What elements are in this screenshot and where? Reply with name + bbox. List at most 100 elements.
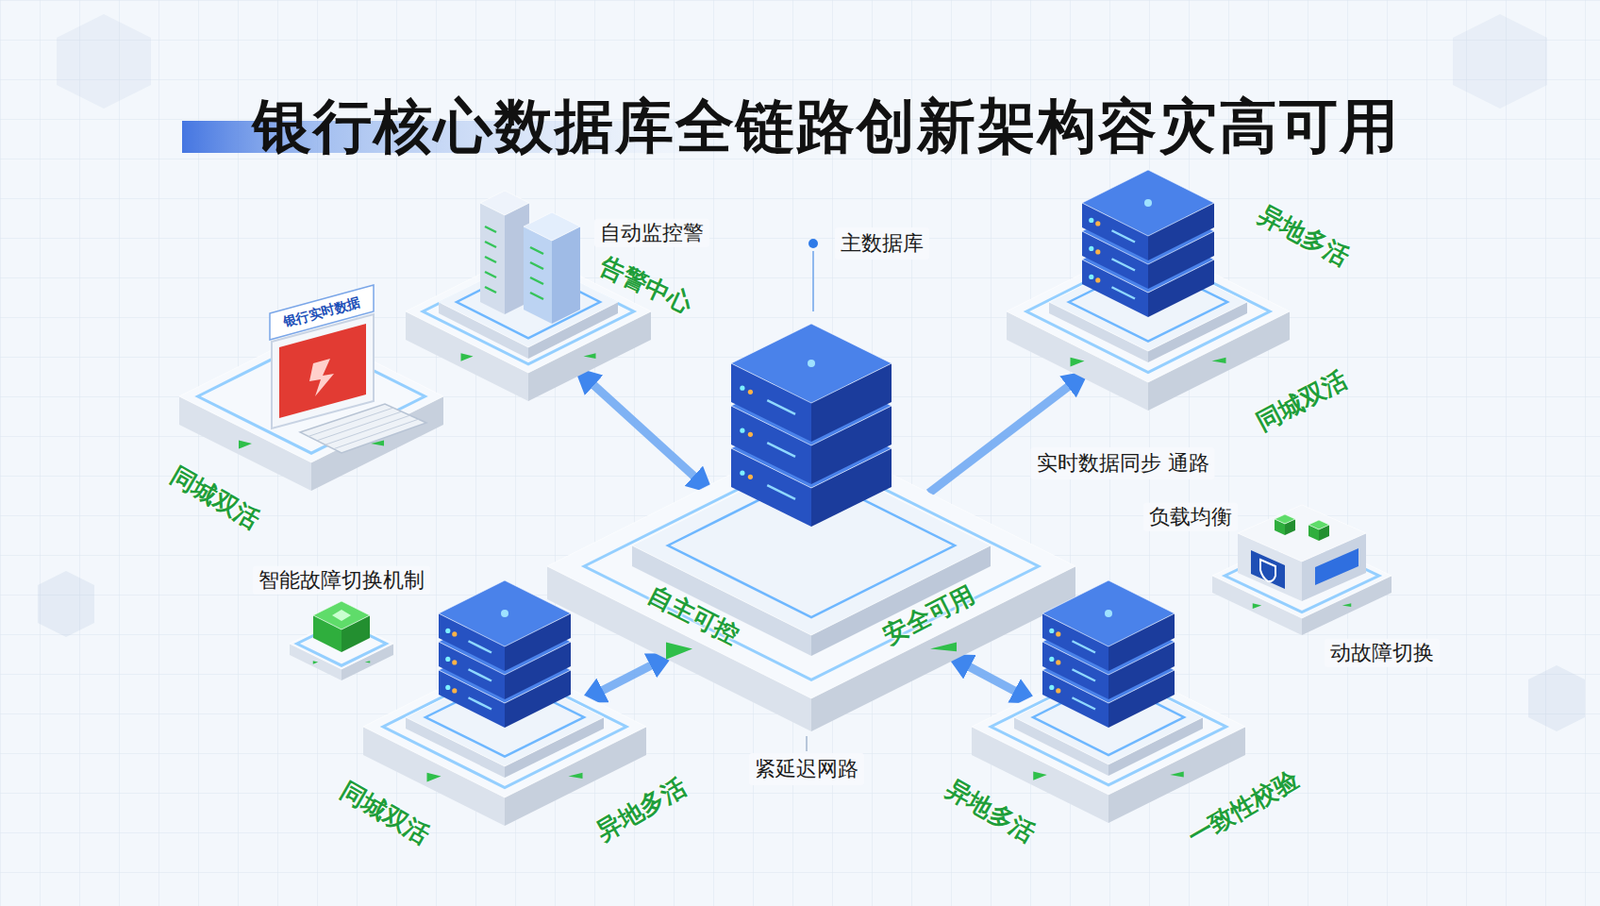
flow-arrow: [582, 374, 706, 487]
status-mark: [568, 772, 584, 779]
platform-outline: [330, 641, 708, 868]
tower-light: [530, 292, 544, 300]
green-caption: 异地多活: [940, 773, 1041, 849]
server-slot: [766, 484, 796, 500]
top-face: [480, 190, 530, 216]
node-label: 动故障切换: [1324, 638, 1440, 667]
screen-logo: [309, 358, 334, 397]
server-light: [1104, 609, 1113, 617]
server-light: [748, 389, 753, 395]
server-light: [445, 656, 450, 662]
title: 银行核心数据库全链路创新架构容灾高可用: [252, 86, 1400, 167]
platform-art: [971, 580, 1246, 823]
node-label: 自动监控警: [594, 218, 710, 248]
balancer-device: [1237, 504, 1367, 601]
platform-node: 自动监控警告警中心: [400, 188, 722, 416]
platform-node: 智能故障切换机制: [235, 556, 453, 680]
node-label: 负载均衡: [1143, 502, 1238, 532]
callout-label: 主数据库: [834, 227, 930, 260]
status-mark: [313, 660, 319, 665]
server-slot: [766, 400, 796, 415]
status-mark: [461, 352, 474, 361]
server-light: [1095, 249, 1100, 254]
status-mark: [1252, 602, 1263, 609]
status-mark: [1033, 770, 1048, 780]
top-face: [1082, 169, 1215, 236]
server-light: [445, 684, 450, 690]
edge-label: 实时数据同步 通路: [1031, 447, 1216, 480]
tower-light: [484, 226, 497, 233]
server-light: [807, 359, 816, 367]
server-light: [1088, 246, 1094, 251]
server-light: [1049, 628, 1054, 634]
green-caption: 一致性校验: [1183, 764, 1304, 851]
server-light: [739, 470, 745, 476]
tower-light: [530, 277, 544, 284]
flow-arrow: [955, 659, 1030, 699]
server-light: [1088, 217, 1094, 223]
server-tower: [523, 212, 581, 324]
server-light: [1095, 277, 1100, 283]
shield-symbol: [1260, 559, 1276, 582]
platform-art: [547, 323, 1076, 732]
top-face: [438, 580, 571, 647]
decor-cube: [37, 570, 95, 637]
tower-light: [484, 286, 497, 293]
server-unit: [1082, 169, 1215, 261]
side-face: [480, 202, 505, 315]
status-block: [1274, 514, 1296, 535]
top-face: [1308, 519, 1330, 530]
status-mark: [238, 440, 252, 450]
status-mark: [427, 772, 442, 783]
server-slot: [468, 668, 493, 681]
green-caption: 同城双活: [1251, 365, 1352, 437]
keyboard-row: [325, 415, 411, 445]
server-light: [451, 631, 457, 636]
tower-light: [484, 256, 497, 263]
server-light: [1055, 659, 1061, 665]
server-slot: [1072, 668, 1097, 681]
platform-node: 异地多活 一致性校验: [933, 613, 1350, 868]
platform-art: [1212, 504, 1392, 635]
callout-label: 紧延迟网路: [749, 752, 865, 785]
monitor-screen: [279, 323, 367, 418]
status-block: [1308, 519, 1330, 541]
server-slot: [468, 697, 493, 709]
decor-cube: [1528, 665, 1585, 732]
server-tower: [480, 190, 530, 315]
server-light: [1144, 199, 1152, 207]
platform-node: 异地多活同城双活: [1000, 160, 1368, 444]
server-unit: [1042, 580, 1175, 671]
keyboard-row: [316, 411, 402, 441]
keyboard: [300, 403, 427, 453]
platform-node: 负载均衡动故障切换: [1122, 490, 1482, 680]
server-light: [500, 609, 509, 617]
server-light: [739, 385, 745, 391]
status-mark: [583, 352, 597, 359]
monitor-frame: [271, 314, 374, 429]
status-mark: [1342, 602, 1352, 607]
status-mark: [666, 642, 693, 660]
server-light: [748, 474, 753, 480]
server-slot: [1112, 258, 1136, 270]
platform-node: 同城双活异地多活: [330, 641, 708, 868]
platform-art: [179, 284, 444, 491]
server-light: [739, 428, 745, 434]
server-light: [445, 628, 450, 634]
status-mark: [1169, 770, 1184, 777]
server-slot: [1072, 640, 1097, 652]
server-slot: [468, 640, 493, 652]
switch-cube: [313, 600, 370, 652]
server-light: [1055, 687, 1061, 693]
green-caption: 同城双活: [334, 775, 435, 850]
leader-line: [805, 735, 808, 751]
node-label: 智能故障切换机制: [252, 566, 431, 595]
device-screen: [1315, 548, 1359, 585]
top-face: [313, 600, 370, 630]
server-light: [748, 432, 753, 437]
tower-light: [530, 262, 544, 269]
platform-node: 自主可控安全可用: [547, 429, 1076, 736]
server-light: [1095, 220, 1100, 226]
